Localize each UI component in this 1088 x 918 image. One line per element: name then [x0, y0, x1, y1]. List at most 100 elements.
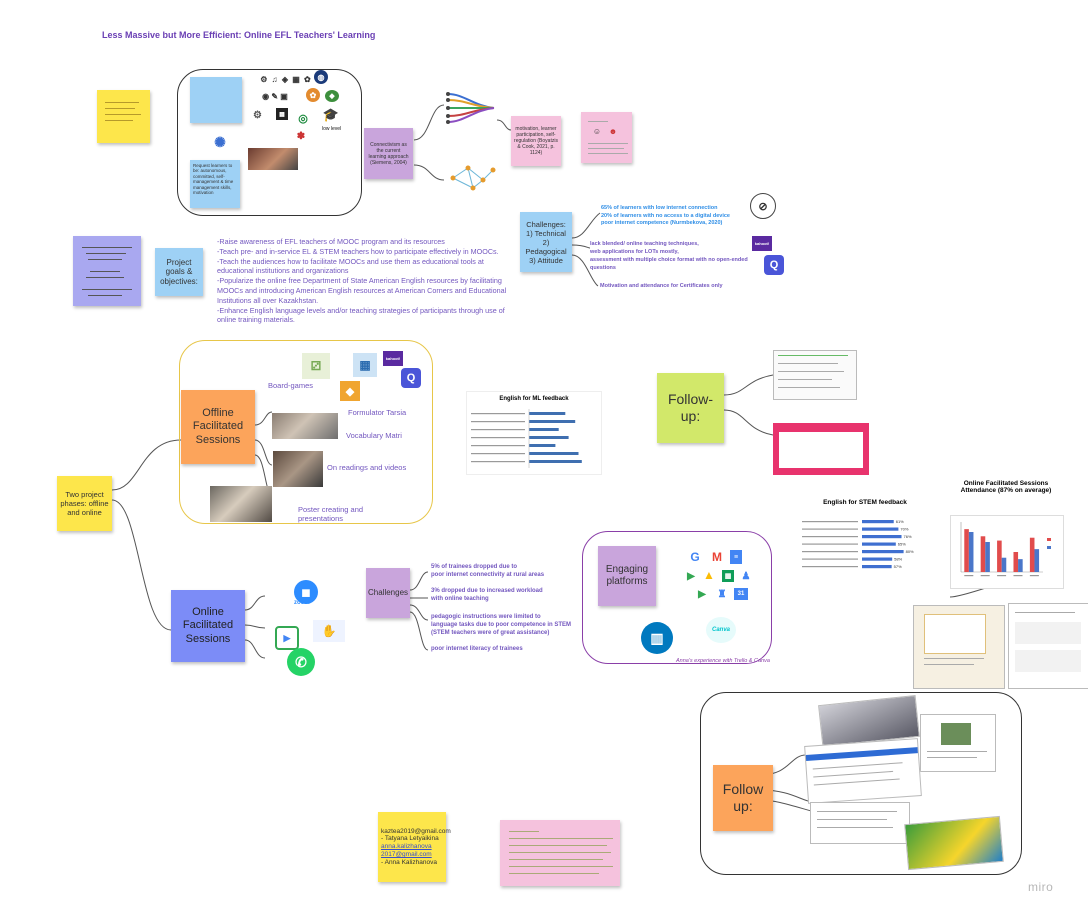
followup-screenshot-1 — [773, 350, 857, 400]
two-phases-note[interactable]: Two project phases: offline and online — [57, 476, 112, 531]
engaging-frame[interactable] — [582, 531, 772, 664]
challenge-item: poor internet competence (Nurmbekova, 20… — [601, 220, 723, 226]
online-challenge-line: with online teaching — [431, 596, 489, 602]
contact-text: kaztea2019@gmail.com - Tatyana Letyaikin… — [381, 828, 451, 867]
engaging-platforms-note[interactable]: Engaging platforms — [598, 546, 656, 606]
project-goals-note[interactable]: Project goals & objectives: — [155, 248, 203, 296]
engaging-platforms-text: Engaging platforms — [605, 564, 649, 587]
challenge-item: web applications for LOTs mostly, — [590, 249, 679, 255]
online-challenge-2: 3% dropped due to increased workload wit… — [431, 587, 543, 603]
goal-line: Institutions all over Kazakhstan. — [217, 295, 319, 305]
learner-autonomy-frame[interactable] — [177, 69, 362, 216]
ml-feedback-chart: English for ML feedback — [466, 391, 602, 475]
left-intro-note[interactable] — [73, 236, 141, 306]
bar — [862, 542, 896, 546]
references-note[interactable] — [500, 820, 620, 886]
followup-bottom-screenshot-4 — [810, 802, 910, 844]
leaf-icon: ✿ — [306, 88, 320, 102]
attendance-chart-title: Online Facilitated Sessions Attendance (… — [960, 480, 1052, 494]
technical-challenges: 65% of learners with low internet connec… — [601, 205, 730, 228]
follow-up-frame[interactable] — [700, 692, 1022, 875]
online-challenge-3: pedagogic instructions were limited to l… — [431, 613, 571, 637]
offline-sessions-note[interactable]: Offline Facilitated Sessions — [181, 390, 255, 464]
bar — [529, 428, 559, 431]
motivation-text: motivation, learner participation, self-… — [514, 126, 558, 156]
left-intro-lines — [76, 239, 138, 303]
online-sessions-note[interactable]: Online Facilitated Sessions — [171, 590, 245, 662]
attendance-chart — [950, 515, 1064, 589]
ml-chart-title: English for ML feedback — [499, 396, 569, 402]
online-challenge-line: 3% dropped due to increased workload — [431, 588, 543, 594]
owl-icon-2: ☻ — [608, 127, 618, 137]
stem-feedback-chart: English for STEM feedback 61%70%76%65%80… — [798, 499, 932, 577]
bar — [862, 520, 894, 524]
gmail-icon: M — [712, 550, 722, 564]
kahoot-logo: kahoot! — [752, 236, 772, 251]
stem-chart-svg: 61%70%76%65%80%58%57% — [802, 519, 914, 569]
app-icons-row-2: ◉ ✎ ▣ — [262, 91, 288, 101]
followup-screenshot-2-body — [779, 432, 863, 468]
contact-line-1: kaztea2019@gmail.com - Tatyana Letyaikin… — [381, 827, 451, 843]
bar-value-label: 58% — [894, 557, 902, 562]
quizizz-icon: Q — [764, 255, 784, 275]
category-label-placeholder — [1013, 575, 1023, 577]
request-note[interactable]: Request learners to be: autonomous, comm… — [190, 160, 240, 208]
goal-line: -Popularize the online free Department o… — [217, 276, 502, 286]
pedagogical-challenges: lack blended/ online teaching techniques… — [590, 240, 748, 272]
online-challenge-line: (STEM teachers were of great assistance) — [431, 630, 550, 636]
followup-bottom-screenshot-3 — [804, 738, 922, 804]
online-sessions-text: Online Facilitated Sessions — [182, 606, 234, 645]
canva-logo: Canva — [706, 617, 736, 643]
intro-sticky[interactable] — [97, 90, 150, 143]
owl-icon: ☺ — [592, 127, 602, 137]
category-label-placeholder — [980, 575, 990, 577]
online-challenge-4: poor internet literacy of trainees — [431, 646, 523, 652]
meet-icon: ▶ — [687, 570, 695, 582]
bar — [529, 436, 569, 439]
reference-note[interactable]: ☺ ☻ — [581, 112, 632, 163]
goal-line: MOOCs and introducing American English r… — [217, 285, 507, 295]
category-label-placeholder — [964, 575, 974, 577]
bar — [1018, 559, 1023, 572]
category-label-placeholder — [471, 453, 525, 455]
bar — [529, 452, 579, 455]
motivation-note[interactable]: motivation, learner participation, self-… — [511, 116, 561, 166]
gears-icon: ⚙ — [253, 110, 262, 121]
goal-line: educational institutions and organizatio… — [217, 266, 349, 276]
category-label-placeholder — [802, 543, 858, 545]
board-game-icon: ⚂ — [302, 353, 330, 379]
follow-up-note-bottom[interactable]: Follow up: — [713, 765, 773, 831]
online-challenges-note[interactable]: Challenges — [366, 568, 410, 618]
challenge-item: 20% of learners with no access to a digi… — [601, 212, 730, 219]
follow-up-bottom-text: Follow up: — [722, 781, 764, 814]
badge-icon: ◆ — [325, 90, 339, 102]
goal-line: -Teach pre- and in-service EL & STEM tea… — [217, 246, 499, 256]
network-nodes-svg — [450, 165, 496, 191]
low-level-label: low level — [322, 126, 342, 132]
offline-frame[interactable] — [179, 340, 433, 524]
certificate-2-row-2 — [1015, 650, 1081, 672]
category-label-placeholder — [471, 429, 525, 431]
globe-icon: ◍ — [314, 70, 328, 84]
quizizz-icon-offline: Q — [401, 368, 421, 388]
google-apps-grid: G M ≡ ▶ ▲ ▦ ♟ ▶ ♜ 31 — [678, 550, 762, 606]
google-icon: G — [690, 550, 700, 564]
frame-note-top[interactable] — [190, 77, 242, 123]
contact-email-link[interactable]: anna.kalizhanova 2017@gmail.com — [381, 843, 432, 858]
connectivism-text: Connectivism as the current learning app… — [368, 141, 409, 166]
contact-note[interactable]: kaztea2019@gmail.com - Tatyana Letyaikin… — [378, 812, 451, 882]
app-icons-row: ⚙ ♫ ◈ ▦ ✿ — [260, 74, 312, 84]
follow-up-note-top[interactable]: Follow- up: — [657, 373, 724, 443]
calendar-icon: 31 — [734, 588, 748, 600]
contact-line-2: - Anna Kalizhanova — [381, 858, 438, 866]
offline-photo-1 — [272, 413, 338, 439]
offline-item-tarsia: Formulator Tarsia — [348, 408, 407, 417]
online-challenges-text: Challenges — [367, 588, 409, 598]
follow-up-top-text: Follow- up: — [667, 391, 714, 424]
offline-item-posters: Poster creating and presentations — [298, 505, 364, 523]
challenges-note[interactable]: Challenges: 1) Technical 2) Pedagogical … — [520, 212, 572, 272]
online-challenge-1: 5% of trainees dropped due to poor inter… — [431, 563, 544, 579]
connectivism-note[interactable]: Connectivism as the current learning app… — [364, 128, 413, 179]
bar — [1013, 552, 1019, 572]
engaging-caption: Anna's experience with Trello & Canva — [676, 658, 770, 664]
